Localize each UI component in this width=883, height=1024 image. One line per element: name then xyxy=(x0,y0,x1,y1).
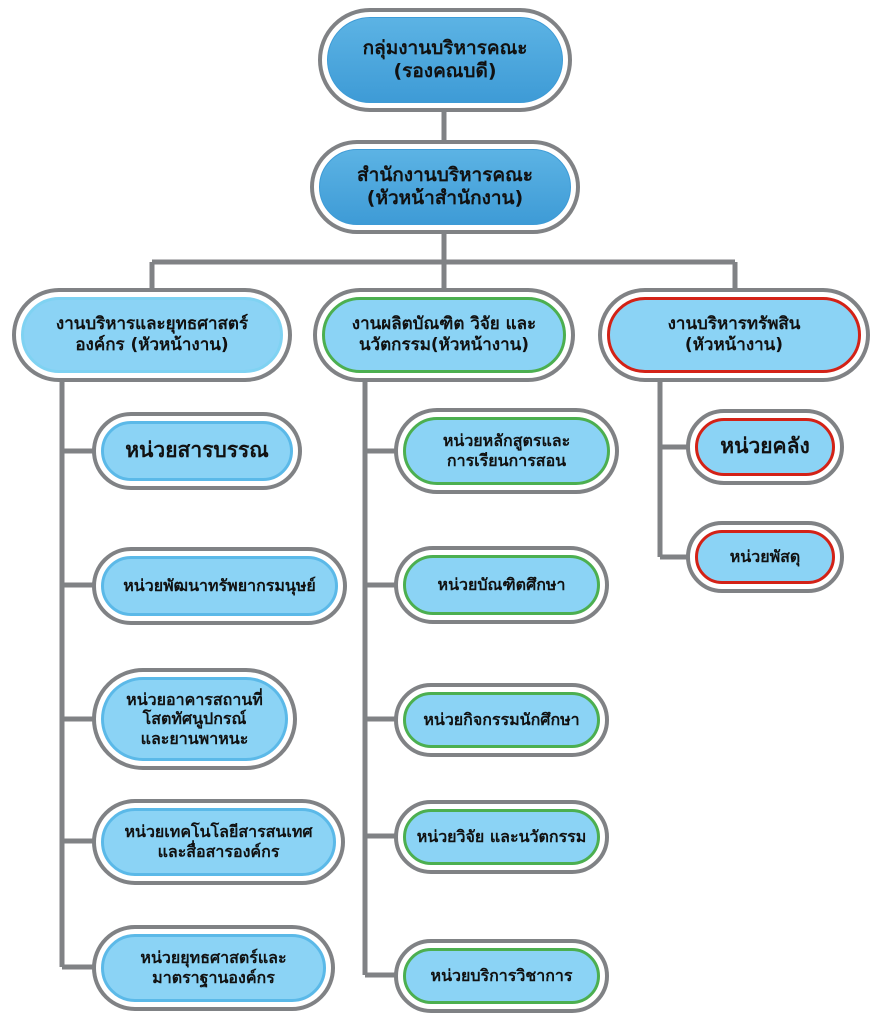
node-unit-supply[interactable]: หน่วยพัสดุ xyxy=(686,521,844,593)
node-unit-graduate[interactable]: หน่วยบัณฑิตศึกษา xyxy=(394,546,609,624)
node-group-asset-body: งานบริหารทรัพสิน (หัวหน้างาน) xyxy=(607,297,861,373)
node-unit-curriculum-line-2: การเรียนการสอน xyxy=(446,451,567,470)
node-group-admin-body: งานบริหารและยุทธศาสตร์ องค์กร (หัวหน้างา… xyxy=(21,297,283,373)
node-unit-graduate-body: หน่วยบัณฑิตศึกษา xyxy=(403,555,600,615)
node-unit-curriculum-body: หน่วยหลักสูตรและ การเรียนการสอน xyxy=(403,417,610,485)
node-unit-correspondence[interactable]: หน่วยสารบรรณ xyxy=(92,412,302,490)
node-unit-activities[interactable]: หน่วยกิจกรรมนักศึกษา xyxy=(394,683,609,757)
node-unit-supply-body: หน่วยพัสดุ xyxy=(695,530,835,584)
node-group-asset-line-2: (หัวหน้างาน) xyxy=(684,335,784,355)
node-unit-facilities-line-1: หน่วยอาคารสถานที่ xyxy=(126,689,263,709)
node-group-academic-line-1: งานผลิตบัณฑิต วิจัย และ xyxy=(351,314,537,335)
node-exec-2-line-2: (หัวหน้าสำนักงาน) xyxy=(366,187,524,209)
node-exec-1-line-1: กลุ่มงานบริหารคณะ xyxy=(362,36,528,59)
node-unit-supply-line-1: หน่วยพัสดุ xyxy=(729,547,801,567)
node-unit-research-line-1: หน่วยวิจัย และนวัตกรรม xyxy=(416,827,587,847)
node-group-admin-line-2: องค์กร (หัวหน้างาน) xyxy=(75,335,229,355)
node-unit-strategy-line-1: หน่วยยุทธศาสตร์และ xyxy=(140,948,287,968)
node-unit-treasury-line-1: หน่วยคลัง xyxy=(720,434,810,459)
node-unit-research-body: หน่วยวิจัย และนวัตกรรม xyxy=(403,809,600,865)
node-unit-treasury[interactable]: หน่วยคลัง xyxy=(686,409,844,485)
node-unit-correspondence-body: หน่วยสารบรรณ xyxy=(101,421,293,481)
node-unit-curriculum[interactable]: หน่วยหลักสูตรและ การเรียนการสอน xyxy=(394,408,619,494)
node-group-admin-line-1: งานบริหารและยุทธศาสตร์ xyxy=(55,314,249,335)
node-unit-treasury-body: หน่วยคลัง xyxy=(695,418,835,476)
node-exec-1[interactable]: กลุ่มงานบริหารคณะ (รองคณบดี) xyxy=(318,8,572,112)
node-unit-strategy[interactable]: หน่วยยุทธศาสตร์และ มาตราฐานองค์กร xyxy=(92,925,335,1011)
node-unit-curriculum-line-1: หน่วยหลักสูตรและ xyxy=(442,431,571,451)
node-group-asset-line-1: งานบริหารทรัพสิน xyxy=(667,314,801,335)
node-unit-service-body: หน่วยบริการวิชาการ xyxy=(403,948,600,1004)
node-unit-strategy-body: หน่วยยุทธศาสตร์และ มาตราฐานองค์กร xyxy=(101,934,326,1002)
node-unit-it-line-2: และสื่อสารองค์กร xyxy=(157,842,280,861)
node-group-academic[interactable]: งานผลิตบัณฑิต วิจัย และ นวัตกรรม(หัวหน้า… xyxy=(313,288,575,382)
node-group-asset[interactable]: งานบริหารทรัพสิน (หัวหน้างาน) xyxy=(598,288,870,382)
node-group-academic-line-2: นวัตกรรม(หัวหน้างาน) xyxy=(358,335,530,355)
node-exec-2-body: สำนักงานบริหารคณะ (หัวหน้าสำนักงาน) xyxy=(319,149,571,225)
node-unit-it-body: หน่วยเทคโนโลยีสารสนเทศ และสื่อสารองค์กร xyxy=(101,808,336,876)
node-unit-facilities[interactable]: หน่วยอาคารสถานที่ โสตทัศนูปกรณ์ และยานพา… xyxy=(92,668,297,770)
node-unit-service[interactable]: หน่วยบริการวิชาการ xyxy=(394,939,609,1013)
node-exec-1-line-2: (รองคณบดี) xyxy=(393,60,497,82)
node-exec-2-line-1: สำนักงานบริหารคณะ xyxy=(357,163,533,186)
node-unit-activities-body: หน่วยกิจกรรมนักศึกษา xyxy=(403,692,600,748)
node-unit-activities-line-1: หน่วยกิจกรรมนักศึกษา xyxy=(423,710,580,730)
node-unit-it[interactable]: หน่วยเทคโนโลยีสารสนเทศ และสื่อสารองค์กร xyxy=(92,799,345,885)
node-unit-facilities-line-2: โสตทัศนูปกรณ์ xyxy=(142,709,247,729)
node-group-academic-body: งานผลิตบัณฑิต วิจัย และ นวัตกรรม(หัวหน้า… xyxy=(322,297,566,373)
node-unit-it-line-1: หน่วยเทคโนโลยีสารสนเทศ xyxy=(124,822,313,842)
node-unit-hr-line-1: หน่วยพัฒนาทรัพยากรมนุษย์ xyxy=(123,576,316,596)
node-unit-hr-body: หน่วยพัฒนาทรัพยากรมนุษย์ xyxy=(101,556,338,616)
node-unit-strategy-line-2: มาตราฐานองค์กร xyxy=(152,968,275,987)
node-unit-graduate-line-1: หน่วยบัณฑิตศึกษา xyxy=(437,575,566,595)
node-group-admin[interactable]: งานบริหารและยุทธศาสตร์ องค์กร (หัวหน้างา… xyxy=(12,288,292,382)
node-unit-research[interactable]: หน่วยวิจัย และนวัตกรรม xyxy=(394,800,609,874)
node-unit-hr[interactable]: หน่วยพัฒนาทรัพยากรมนุษย์ xyxy=(92,547,347,625)
node-unit-facilities-line-3: และยานพาหนะ xyxy=(140,728,249,748)
node-exec-1-body: กลุ่มงานบริหารคณะ (รองคณบดี) xyxy=(327,17,563,103)
node-unit-correspondence-line-1: หน่วยสารบรรณ xyxy=(125,438,269,463)
node-unit-facilities-body: หน่วยอาคารสถานที่ โสตทัศนูปกรณ์ และยานพา… xyxy=(101,677,288,761)
node-unit-service-line-1: หน่วยบริการวิชาการ xyxy=(430,966,573,986)
node-exec-2[interactable]: สำนักงานบริหารคณะ (หัวหน้าสำนักงาน) xyxy=(310,140,580,234)
